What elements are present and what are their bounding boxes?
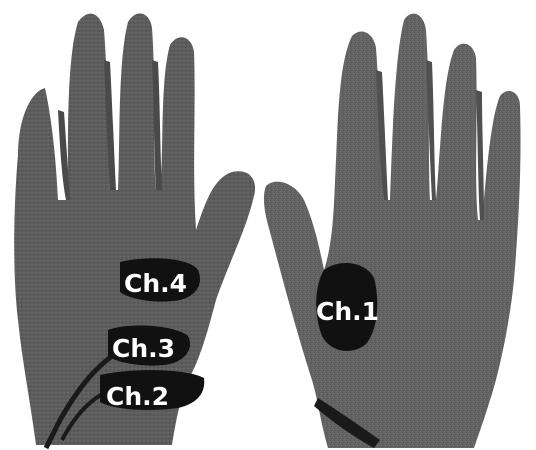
label-ch2: Ch.2 — [106, 382, 169, 411]
label-ch4: Ch.4 — [124, 269, 187, 298]
right-glove — [264, 14, 521, 448]
label-ch3: Ch.3 — [112, 334, 175, 363]
right-glove-palm — [264, 14, 521, 448]
label-ch1: Ch.1 — [316, 297, 379, 326]
right-finger-shadow-3 — [476, 90, 484, 220]
